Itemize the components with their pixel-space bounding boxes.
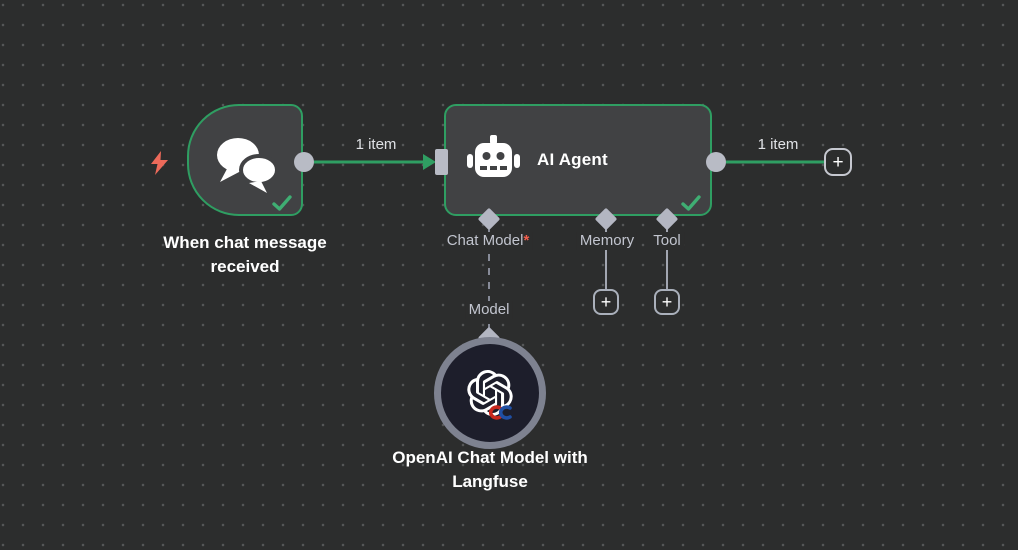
add-memory-button[interactable]: + bbox=[593, 289, 619, 315]
agent-chatmodel-port-label: Chat Model* bbox=[443, 232, 533, 250]
agent-tool-port-label: Tool bbox=[650, 232, 684, 250]
add-node-button[interactable]: + bbox=[824, 148, 852, 176]
robot-icon bbox=[467, 135, 520, 177]
success-check-icon bbox=[272, 195, 292, 211]
agent-node-title: AI Agent bbox=[537, 150, 608, 169]
node-ai-agent[interactable]: AI Agent bbox=[444, 104, 712, 216]
agent-input-handle[interactable] bbox=[435, 149, 448, 175]
langfuse-badge-icon bbox=[489, 405, 512, 420]
agent-memory-port-label: Memory bbox=[576, 232, 638, 250]
model-input-port-label: Model bbox=[465, 301, 513, 319]
success-check-icon bbox=[681, 195, 701, 211]
add-tool-button[interactable]: + bbox=[654, 289, 680, 315]
connection-items-count: 1 item bbox=[355, 136, 397, 153]
port-label-text: Chat Model bbox=[446, 232, 524, 249]
trigger-output-handle[interactable] bbox=[294, 152, 314, 172]
chat-bubbles-icon bbox=[217, 138, 279, 193]
required-asterisk: * bbox=[523, 232, 530, 249]
node-chat-trigger[interactable] bbox=[187, 104, 303, 216]
agent-output-handle[interactable] bbox=[706, 152, 726, 172]
trigger-node-label: When chat message received bbox=[163, 233, 327, 276]
node-openai-chat-model[interactable] bbox=[434, 337, 546, 449]
model-node-label: OpenAI Chat Model with Langfuse bbox=[392, 448, 588, 491]
connection-items-count: 1 item bbox=[757, 136, 799, 153]
trigger-bolt-icon bbox=[151, 151, 168, 175]
connection-arrowhead-icon bbox=[423, 154, 436, 170]
openai-logo-icon bbox=[467, 370, 513, 416]
